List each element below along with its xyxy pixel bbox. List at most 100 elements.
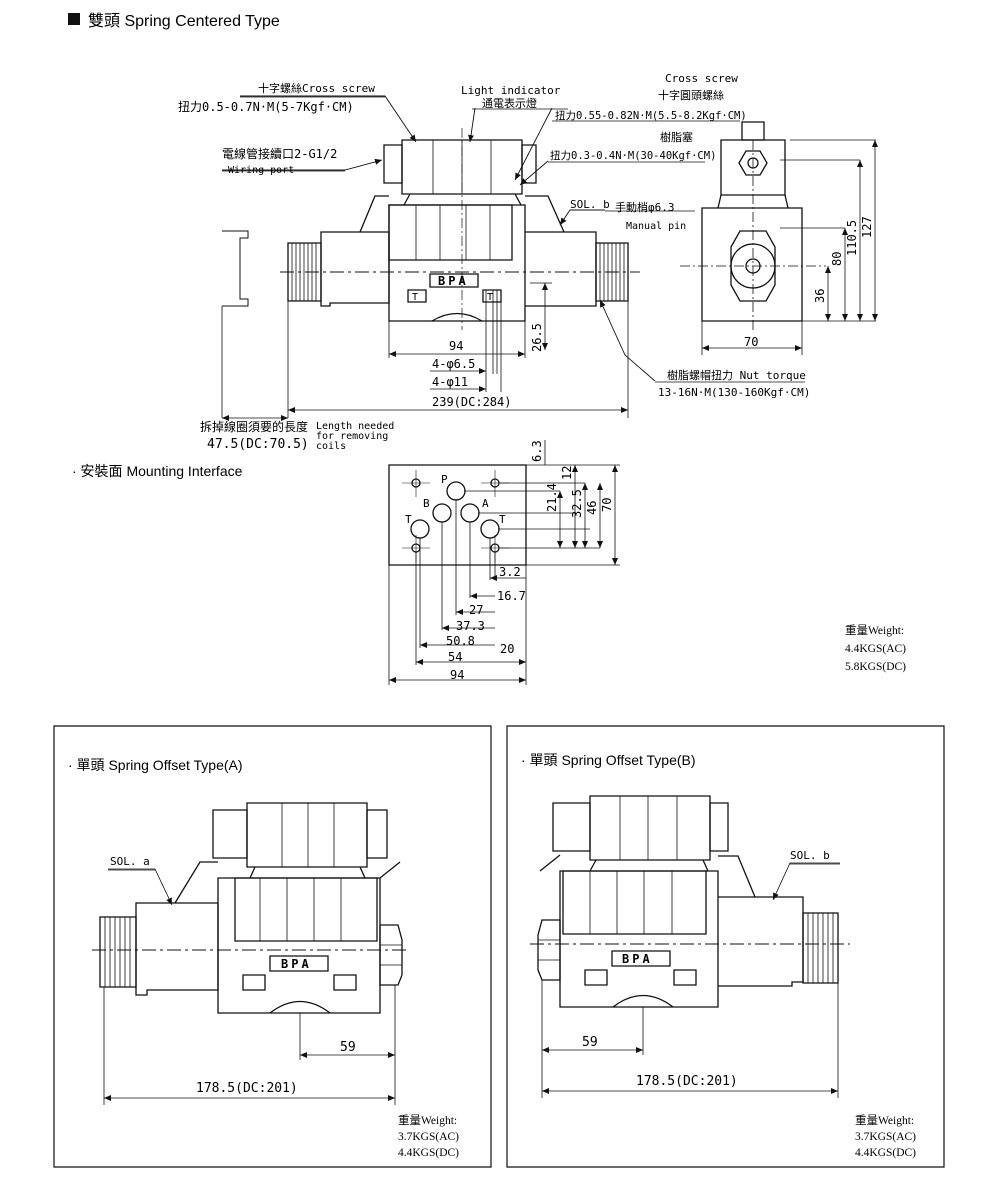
offset-b-knurled-cap <box>803 913 838 983</box>
light-indicator-label: Light indicator <box>461 84 561 97</box>
offset-b-weight-dc: 4.4KGS(DC) <box>855 1147 916 1159</box>
mounting-ports <box>411 479 499 552</box>
offset-b-body <box>560 871 718 1007</box>
offset-b-t-emblem-left <box>585 970 607 985</box>
offset-a-end-nut <box>380 925 402 985</box>
dim-20: 20 <box>500 642 514 656</box>
offset-b-weight-ac: 3.7KGS(AC) <box>855 1131 916 1143</box>
coil-length-zh-label: 拆掉線圈須要的長度 <box>200 419 308 434</box>
port-b <box>433 504 451 522</box>
offset-a-solenoid <box>136 903 218 995</box>
offset-a-wiring-port <box>213 810 247 858</box>
side-view-valve <box>702 122 802 321</box>
dim-36: 36 <box>813 289 827 303</box>
offset-a-valve <box>100 803 402 1013</box>
wiring-port-label: Wiring port <box>228 165 294 176</box>
right-solenoid <box>525 232 596 306</box>
dim-50-8: 50.8 <box>446 634 475 648</box>
cross-screw-b-zh-label: 十字圓頭螺絲 <box>658 88 724 102</box>
offset-a-panel: · 單頭 Spring Offset Type(A) <box>54 726 491 1167</box>
dim-46: 46 <box>585 501 599 515</box>
wiring-port-zh-label: 電線管接續口2-G1/2 <box>222 146 337 161</box>
offset-a-frame <box>54 726 491 1167</box>
front-view-valve <box>222 140 628 321</box>
offset-b-sol-label: SOL. b <box>790 849 830 862</box>
coil-length-en-1: Length needed <box>316 421 394 432</box>
offset-b-dim-length: 178.5(DC:201) <box>636 1074 738 1089</box>
dim-239: 239(DC:284) <box>432 395 511 409</box>
dim-27: 27 <box>469 603 483 617</box>
offset-a-title: · 單頭 Spring Offset Type(A) <box>68 757 243 773</box>
port-t-left <box>411 520 429 538</box>
coil-length-value: 47.5(DC:70.5) <box>207 437 309 452</box>
front-leaders <box>222 96 655 381</box>
center-body <box>389 205 525 321</box>
dim-94-front: 94 <box>449 339 463 353</box>
dim-4-11: 4-φ11 <box>432 375 468 389</box>
dim-54: 54 <box>448 650 462 664</box>
brand-plate <box>430 274 478 287</box>
dim-16-7: 16.7 <box>497 589 526 603</box>
mounting-interface-section: · 安裝面 Mounting Interface P B A T T <box>72 440 906 685</box>
offset-b-brand-plate <box>612 951 670 966</box>
light-indicator-zh-label: 通電表示燈 <box>482 96 537 110</box>
dim-12: 12 <box>560 466 574 480</box>
offset-b-weight-label: 重量Weight: <box>855 1113 914 1127</box>
offset-a-body <box>218 878 380 1013</box>
port-a-label: A <box>482 497 489 510</box>
offset-b-brand: BPA <box>622 952 653 966</box>
offset-b-valve <box>538 796 838 1007</box>
offset-b-dimensions <box>542 863 840 1098</box>
side-hex-coil-nut <box>731 231 775 301</box>
weight-center-dc: 5.8KGS(DC) <box>845 661 906 673</box>
dim-70-side: 70 <box>744 335 758 349</box>
mounting-dimensions <box>389 440 620 685</box>
t-glyph-right: T <box>487 292 493 303</box>
left-solenoid <box>321 232 389 306</box>
dim-26-5: 26.5 <box>530 323 544 352</box>
dim-70-mount: 70 <box>600 498 614 512</box>
offset-a-weight-label: 重量Weight: <box>398 1113 457 1127</box>
side-dimensions <box>680 140 878 355</box>
wiring-port <box>384 145 402 183</box>
port-p <box>447 482 465 500</box>
dim-80: 80 <box>830 252 844 266</box>
manual-pin-label: Manual pin <box>626 221 686 232</box>
offset-b-terminal-box <box>590 796 710 860</box>
dim-110-5: 110.5 <box>845 220 859 256</box>
t-glyph-left: T <box>412 292 418 303</box>
torque-a-label: 扭力0.5-0.7N·M(5-7Kgf·CM) <box>178 100 354 114</box>
offset-a-weight-ac: 3.7KGS(AC) <box>398 1131 459 1143</box>
torque-b-label: 扭力0.55-0.82N·M(5.5-8.2Kgf·CM) <box>555 109 747 122</box>
offset-a-t-emblem-left <box>243 975 265 990</box>
dim-32-5: 32.5 <box>570 489 584 518</box>
mounting-title: · 安裝面 Mounting Interface <box>72 463 243 479</box>
cross-screw-b-label: Cross screw <box>665 72 738 85</box>
offset-a-dim-length: 178.5(DC:201) <box>196 1081 298 1096</box>
offset-b-end-nut <box>538 920 560 980</box>
dim-4-65: 4-φ6.5 <box>432 357 475 371</box>
side-body <box>702 208 802 321</box>
port-t-right <box>481 520 499 538</box>
dim-21-4: 21.4 <box>545 483 559 512</box>
dim-94-mount: 94 <box>450 668 464 682</box>
offset-a-dim-59: 59 <box>340 1040 356 1055</box>
port-a <box>461 504 479 522</box>
offset-a-weight-dc: 4.4KGS(DC) <box>398 1147 459 1159</box>
sol-b-label: SOL. b <box>570 198 610 211</box>
cross-screw-a-label: 十字螺絲Cross screw <box>258 81 375 95</box>
resin-plug-label: 樹脂塞 <box>660 130 693 144</box>
brand-label: BPA <box>438 274 469 288</box>
manual-pin-zh-label: 手動梢φ6.3 <box>615 200 675 214</box>
port-t-left-label: T <box>405 513 412 526</box>
port-p-label: P <box>441 473 448 486</box>
spring-centered-section: 雙頭 Spring Centered Type <box>68 12 878 452</box>
title-bullet-square <box>68 13 80 25</box>
port-b-label: B <box>423 497 430 510</box>
offset-b-t-emblem-right <box>674 970 696 985</box>
offset-b-dim-59: 59 <box>582 1035 598 1050</box>
dim-37-3: 37.3 <box>456 619 485 633</box>
port-t-right-label: T <box>499 513 506 526</box>
offset-a-dimensions <box>104 869 395 1105</box>
